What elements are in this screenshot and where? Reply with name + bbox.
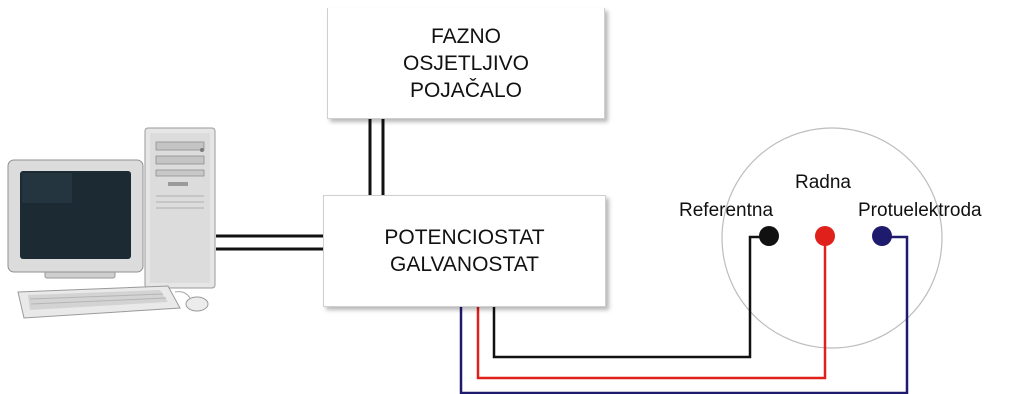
working-electrode-label: Radna	[795, 172, 851, 193]
desktop-computer-icon	[7, 127, 216, 319]
reference-electrode-dot	[759, 226, 779, 246]
wire-counter	[459, 235, 909, 394]
potentiostat-label-line-2: GALVANOSTAT	[390, 253, 539, 276]
cable-amplifier-potentiostat	[368, 118, 385, 195]
counter-electrode-dot	[872, 226, 892, 246]
electrochemical-cell-outline	[721, 127, 943, 349]
counter-electrode-label: Protuelektroda	[858, 200, 982, 221]
working-electrode-dot	[815, 226, 835, 246]
wire-reference	[492, 235, 762, 359]
lock-in-amplifier-box: FAZNO OSJETLJIVO POJAČALO	[327, 8, 605, 119]
potentiostat-box: POTENCIOSTAT GALVANOSTAT	[323, 195, 606, 307]
amplifier-label-line-1: FAZNO	[430, 24, 501, 48]
amplifier-label-line-3: POJAČALO	[409, 78, 523, 102]
reference-electrode-label: Referentna	[679, 200, 774, 221]
amplifier-label-line-2: OSJETLJIVO	[402, 51, 530, 75]
cable-computer-potentiostat	[216, 234, 323, 251]
potentiostat-label-line-1: POTENCIOSTAT	[384, 226, 545, 249]
wire-working	[476, 237, 827, 380]
